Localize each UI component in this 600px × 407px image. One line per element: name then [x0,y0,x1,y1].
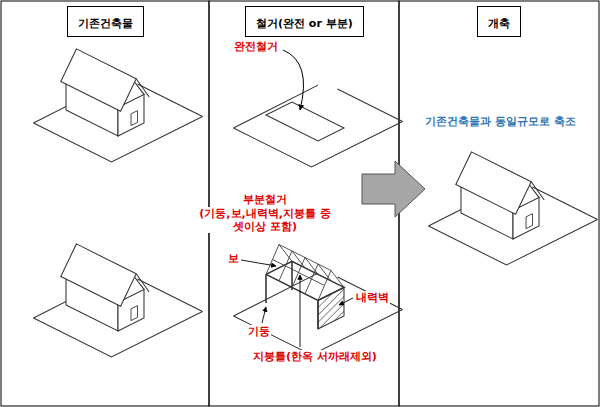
structure-frame [234,245,403,356]
existing-house [34,49,203,162]
process-arrow [362,161,425,217]
header-text: 개축 [488,17,510,30]
pointer-arrow [283,50,304,110]
leader-line [339,298,353,305]
annotation-label: 기둥 [247,325,271,338]
leader-line [262,307,266,323]
header-text: 철거(완전 or 부분) [256,17,353,30]
annotation-label: 보 [227,252,240,265]
panel [399,1,599,406]
header-text: 기존건축물 [78,17,133,30]
panel [1,1,209,406]
annotation-label: (기둥,보,내력벽,지붕틀 중 셋이상 포함) [194,207,336,233]
annotation-label: 지붕틀(한옥 서까래제외) [252,350,378,363]
header-box: 개축 [477,6,521,37]
demolished-site [234,85,403,167]
annotation-label: 완전철거 [233,40,279,53]
annotation-label: 부분철거 [242,193,288,206]
header-box: 철거(완전 or 부분) [245,6,364,37]
annotation-label: 기존건축물과 동일규모로 축조 [424,115,577,128]
leader-line [241,260,276,266]
rebuilt-house [429,152,598,265]
annotation-label: 내력벽 [355,291,390,304]
leader-line [300,275,301,347]
existing-house [34,244,203,357]
header-box: 기존건축물 [67,6,144,37]
